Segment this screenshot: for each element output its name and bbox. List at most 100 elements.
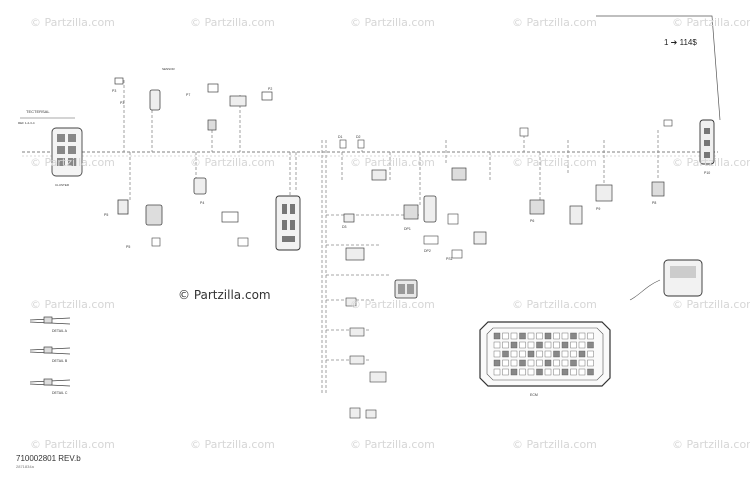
ecm-pin xyxy=(553,359,560,367)
ecm-pin xyxy=(561,359,569,367)
copyright-text: © Partzilla.com xyxy=(178,288,271,302)
ecm-pin xyxy=(570,359,577,367)
ecm-pin xyxy=(544,341,552,349)
ecm-pin xyxy=(587,332,594,340)
ecm-pin xyxy=(502,359,509,367)
ecm-pin xyxy=(527,332,535,340)
detail-c-label: DETAIL C xyxy=(52,391,68,395)
watermark-text: © Partzilla.com xyxy=(512,438,597,451)
instrument-cluster: TECTERSAL REF 1-2-3-4 CLUSTER xyxy=(18,109,83,187)
watermark-text: © Partzilla.com xyxy=(350,298,435,311)
label-d3: D3 xyxy=(342,225,347,229)
ecm-pin xyxy=(578,368,586,376)
watermark-text: © Partzilla.com xyxy=(30,16,115,29)
ecm-pin xyxy=(527,350,535,358)
label-d1: D1 xyxy=(338,135,343,139)
svg-text:REF 1-2-3-4: REF 1-2-3-4 xyxy=(18,121,35,125)
ecm-pin xyxy=(527,368,535,376)
ecm-pin xyxy=(544,350,552,358)
detail-wires xyxy=(29,316,71,387)
ecm-pin xyxy=(536,332,543,340)
label-ecm: ECM xyxy=(530,393,538,397)
ecm-pin xyxy=(502,332,509,340)
label-p4: P4 xyxy=(200,201,204,205)
watermark-text: © Partzilla.com xyxy=(30,438,115,451)
watermark-text: © Partzilla.com xyxy=(350,16,435,29)
ecm-pin xyxy=(510,350,518,358)
ecm-pin xyxy=(587,368,594,376)
watermark-text: © Partzilla.com xyxy=(30,156,115,169)
ecm-pin xyxy=(493,359,501,367)
ecm-pin xyxy=(510,332,518,340)
ecm-pin-grid xyxy=(493,332,594,376)
part-reference-sub: 2871834a xyxy=(16,464,34,469)
ecm-pin xyxy=(510,359,518,367)
ecm-pin xyxy=(561,368,569,376)
callout-leader xyxy=(596,15,721,121)
label-dp2: DP2 xyxy=(424,249,431,253)
watermark-text: © Partzilla.com xyxy=(512,16,597,29)
ecm-pin xyxy=(561,332,569,340)
label-d2: D2 xyxy=(356,135,361,139)
ecm-pin xyxy=(578,341,586,349)
callout-text: 1 ➔ 114$ xyxy=(664,38,697,47)
ecm-pin xyxy=(587,350,594,358)
label-p2: P2 xyxy=(268,87,272,91)
connectors-right xyxy=(519,119,715,225)
ecm-pin xyxy=(570,341,577,349)
watermark-text: © Partzilla.com xyxy=(30,298,115,311)
ecm-pin xyxy=(553,350,560,358)
svg-text:CLUSTER: CLUSTER xyxy=(55,183,70,187)
ecm-pin xyxy=(553,341,560,349)
watermark-text: © Partzilla.com xyxy=(190,16,275,29)
ecm-pin xyxy=(561,350,569,358)
svg-text:P3: P3 xyxy=(112,89,116,93)
ecm-pin xyxy=(493,368,501,376)
ecm-pin xyxy=(519,341,526,349)
connector-p5: P5 xyxy=(104,199,163,247)
watermark-text: © Partzilla.com xyxy=(512,156,597,169)
watermark-text: © Partzilla.com xyxy=(350,438,435,451)
ecm-pin xyxy=(570,332,577,340)
ecm-pin xyxy=(578,359,586,367)
label-p9: P9 xyxy=(596,207,600,211)
ecm-pin xyxy=(502,341,509,349)
part-reference: 710002801 REV.b xyxy=(16,454,81,463)
detail-b-label: DETAIL B xyxy=(52,359,68,363)
ecm-pin xyxy=(561,341,569,349)
ecm-pin xyxy=(493,350,501,358)
watermark-text: © Partzilla.com xyxy=(672,156,750,169)
ecm-pin xyxy=(536,350,543,358)
ecm-pin xyxy=(527,359,535,367)
ecm-pin xyxy=(553,332,560,340)
label-p10: P10 xyxy=(704,171,710,175)
ecm-pin xyxy=(544,368,552,376)
svg-text:SENSOR: SENSOR xyxy=(162,67,176,71)
ecm-pin xyxy=(519,359,526,367)
label-p6: P6 xyxy=(530,219,534,223)
relay-module xyxy=(394,279,418,299)
svg-text:P5: P5 xyxy=(104,213,108,217)
throttle-body xyxy=(629,259,703,301)
watermark-text: © Partzilla.com xyxy=(190,156,275,169)
connectors-d xyxy=(339,139,487,261)
detail-a-label: DETAIL A xyxy=(52,329,68,333)
ecm-pin xyxy=(578,332,586,340)
svg-text:TECTERSAL: TECTERSAL xyxy=(26,109,50,114)
label-p8: P8 xyxy=(652,201,656,205)
ecm-pin xyxy=(519,350,526,358)
watermark-text: © Partzilla.com xyxy=(672,298,750,311)
watermark-text: © Partzilla.com xyxy=(672,438,750,451)
ecm-pin xyxy=(587,341,594,349)
connector-p3: P3 SENSOR xyxy=(112,67,176,111)
ecm-pin xyxy=(510,368,518,376)
ecm-pin xyxy=(502,350,509,358)
connectors-lower xyxy=(345,297,387,419)
ecm-pin xyxy=(527,341,535,349)
ecm-pin xyxy=(502,368,509,376)
ecm-pin xyxy=(493,341,501,349)
ecm-pin xyxy=(510,341,518,349)
label-p3: P3 xyxy=(120,101,124,105)
ecm-pin xyxy=(519,332,526,340)
